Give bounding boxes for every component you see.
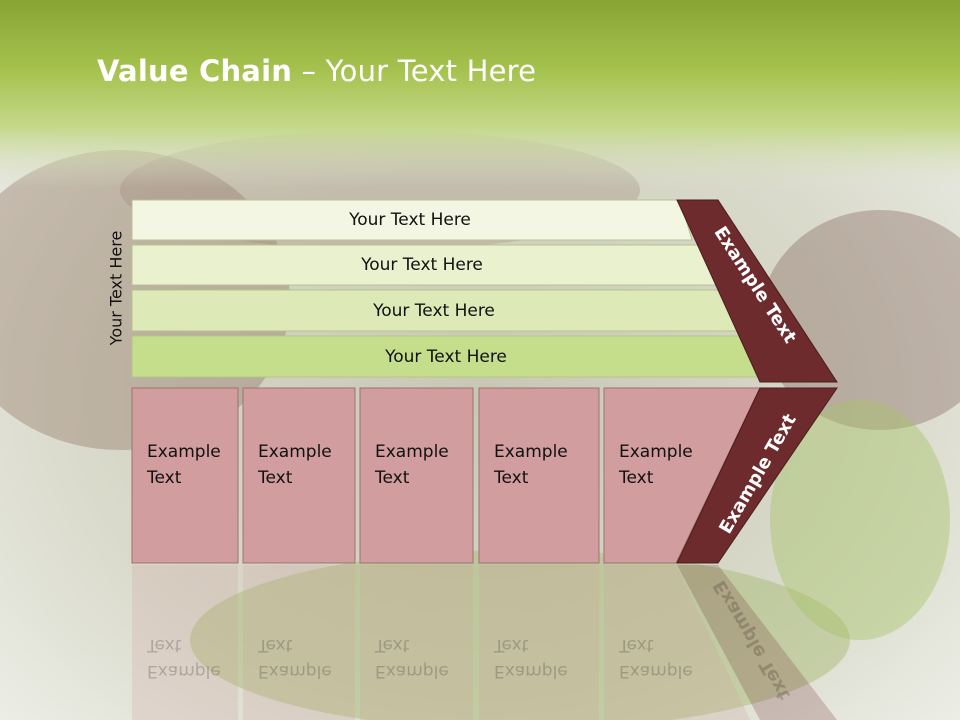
reflection-line1: Example	[494, 661, 568, 681]
box-label-line2: Text	[147, 468, 182, 488]
reflection	[132, 565, 837, 720]
box-label-line2: Text	[494, 468, 529, 488]
box-label-line1: Example	[375, 442, 449, 462]
box-reflection	[132, 565, 238, 720]
box-cell	[242, 387, 356, 564]
box-cell	[131, 387, 239, 564]
box-reflection	[360, 565, 473, 720]
row-label: Your Text Here	[373, 300, 495, 321]
box-label-reflection: Example Text	[494, 632, 568, 684]
reflection-line1: Example	[619, 661, 693, 681]
box-cell	[603, 387, 761, 564]
reflection-line2: Text	[494, 635, 529, 655]
header-band	[0, 0, 960, 128]
title-rest: – Your Text Here	[292, 54, 537, 88]
slide-title: Value Chain – Your Text Here	[97, 54, 536, 88]
box-label-reflection: Example Text	[147, 632, 221, 684]
row-label: Your Text Here	[349, 210, 471, 230]
lower-chevron	[676, 387, 838, 564]
food-blob	[770, 400, 950, 640]
header-fade	[0, 128, 960, 188]
reflection-line2: Text	[375, 635, 410, 655]
box-label-line1: Example	[258, 442, 332, 462]
box-reflection	[604, 565, 751, 720]
box-label-reflection: Example Text	[619, 632, 693, 684]
food-blob	[190, 550, 850, 720]
box-label-line2: Text	[258, 468, 293, 488]
reflection-line1: Example	[258, 661, 332, 681]
reflection-line1: Example	[375, 661, 449, 681]
upper-chevron	[676, 199, 838, 383]
reflection-line1: Example	[147, 661, 221, 681]
box-label-reflection: Example Text	[375, 632, 449, 684]
box-reflection	[243, 565, 355, 720]
box-cell	[478, 387, 600, 564]
chevron-arrows	[676, 199, 838, 564]
chevron-reflection	[677, 565, 837, 720]
box-label-reflection: Example Text	[258, 632, 332, 684]
box-label-line1: Example	[494, 442, 568, 462]
reflection-line2: Text	[147, 635, 182, 655]
box-label-line1: Example	[147, 442, 221, 462]
box-reflection	[479, 565, 599, 720]
row-label: Your Text Here	[361, 255, 483, 275]
title-bold: Value Chain	[97, 54, 293, 88]
box-label-line1: Example	[619, 442, 693, 462]
box-cells	[131, 387, 761, 564]
reflection-line2: Text	[258, 635, 293, 655]
box-cell	[359, 387, 474, 564]
box-label-line2: Text	[619, 468, 654, 488]
row-bar	[131, 199, 693, 241]
row-bars	[131, 199, 765, 378]
reflection-line2: Text	[619, 635, 654, 655]
row-label: Your Text Here	[385, 346, 507, 367]
box-label-line2: Text	[375, 468, 410, 488]
